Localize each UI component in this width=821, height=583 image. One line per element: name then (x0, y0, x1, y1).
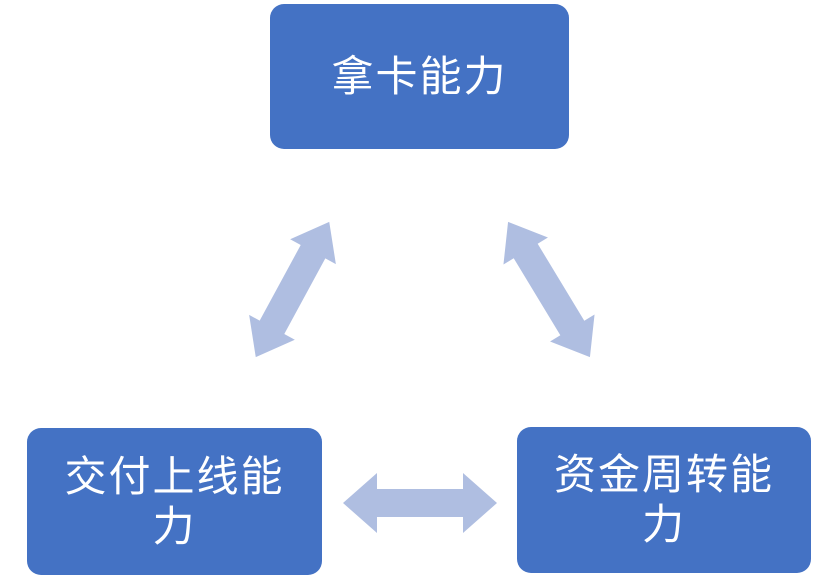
node-capital-turnover: 资金周转能 力 (517, 427, 811, 573)
double-arrow-shape (249, 221, 336, 358)
double-arrow-shape (503, 221, 595, 358)
double-arrow-top-bottomleft (249, 221, 336, 358)
node-label: 拿卡能力 (331, 52, 508, 100)
node-delivery-launch: 交付上线能 力 (27, 428, 322, 575)
node-label: 资金周转能 力 (553, 451, 774, 548)
node-label: 交付上线能 力 (64, 452, 285, 550)
node-card-acquisition: 拿卡能力 (270, 4, 569, 149)
double-arrow-top-bottomright (503, 221, 595, 358)
double-arrow-bottomleft-bottomright (343, 473, 497, 533)
